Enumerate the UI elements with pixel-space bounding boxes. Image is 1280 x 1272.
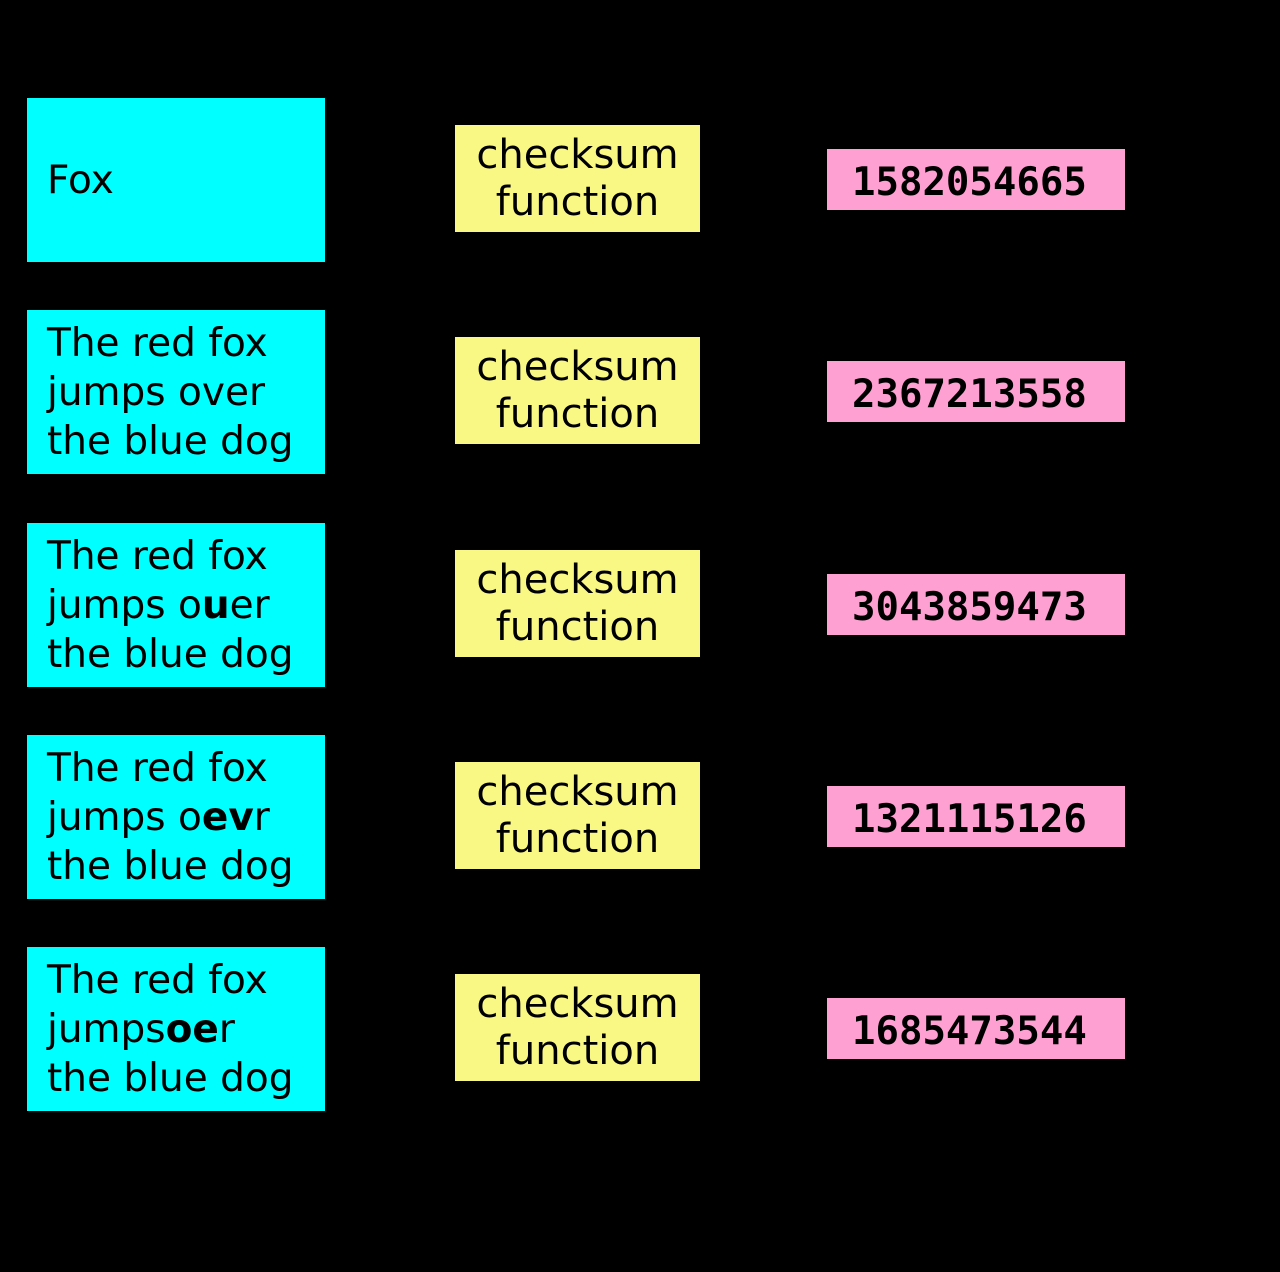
checksum-function-label: checksum: [476, 131, 679, 178]
message-text-segment: The red fox: [47, 533, 268, 579]
checksum-function-label: function: [495, 603, 660, 650]
checksum-function-label: checksum: [476, 980, 679, 1027]
message-text-segment: the blue dog: [47, 631, 294, 677]
altered-characters: oe: [165, 1006, 219, 1052]
message-text-segment: jumps: [47, 1006, 166, 1052]
input-to-function-arrow: [325, 595, 460, 611]
input-message-line: the blue dog: [47, 842, 293, 891]
arrow-line: [325, 602, 450, 605]
input-to-function-arrow: [325, 170, 460, 186]
input-message-line: The red fox: [47, 956, 293, 1005]
input-to-function-arrow: [325, 807, 460, 823]
input-message-line: Fox: [47, 156, 114, 205]
input-message-line: The red fox: [47, 744, 293, 793]
arrow-line: [325, 814, 450, 817]
arrow-line: [325, 177, 450, 180]
input-message-line: jumps oevr: [47, 793, 293, 842]
message-text-segment: jumps o: [47, 582, 202, 628]
checksum-function-label: checksum: [476, 768, 679, 815]
checksum-function-label: function: [495, 815, 660, 862]
input-message-box: Fox: [27, 98, 325, 262]
message-text-segment: the blue dog: [47, 843, 294, 889]
input-message-line: jumps ouer: [47, 581, 293, 630]
function-to-checksum-arrow: [700, 382, 832, 398]
message-text-segment: jumps o: [47, 794, 202, 840]
checksum-function-label: function: [495, 390, 660, 437]
checksum-value-box: 1582054665: [827, 149, 1125, 210]
input-message-line: The red fox: [47, 319, 293, 368]
function-to-checksum-arrow: [700, 807, 832, 823]
input-message-line: The red fox: [47, 532, 293, 581]
checksum-value-text: 3043859473: [852, 585, 1087, 630]
checksum-value-text: 2367213558: [852, 372, 1087, 417]
arrow-line: [700, 1026, 822, 1029]
message-text-segment: The red fox: [47, 957, 268, 1003]
altered-characters: ev: [201, 794, 254, 840]
checksum-value-box: 2367213558: [827, 361, 1125, 422]
input-message-line: jumps over: [47, 368, 293, 417]
message-text-segment: jumps over: [47, 369, 265, 415]
arrow-line: [700, 602, 822, 605]
checksum-function-label: function: [495, 178, 660, 225]
input-to-function-arrow: [325, 382, 460, 398]
message-text-segment: Fox: [47, 157, 114, 203]
checksum-function-label: checksum: [476, 556, 679, 603]
input-message-line: the blue dog: [47, 417, 293, 466]
altered-characters: u: [201, 582, 230, 628]
message-text-segment: The red fox: [47, 745, 268, 791]
function-to-checksum-arrow: [700, 1019, 832, 1035]
checksum-value-box: 1685473544: [827, 998, 1125, 1059]
function-to-checksum-arrow: [700, 595, 832, 611]
message-text-segment: the blue dog: [47, 1055, 294, 1101]
arrow-line: [325, 1026, 450, 1029]
message-text-segment: the blue dog: [47, 418, 294, 464]
message-text-segment: r: [218, 1006, 235, 1052]
checksum-function-label: checksum: [476, 343, 679, 390]
input-to-function-arrow: [325, 1019, 460, 1035]
arrow-line: [700, 389, 822, 392]
checksum-value-text: 1321115126: [852, 797, 1087, 842]
arrow-line: [700, 814, 822, 817]
input-message-line: the blue dog: [47, 1054, 293, 1103]
checksum-value-text: 1582054665: [852, 160, 1087, 205]
input-message-line: the blue dog: [47, 630, 293, 679]
checksum-value-box: 1321115126: [827, 786, 1125, 847]
input-message-line: jumpsoer: [47, 1005, 293, 1054]
arrow-line: [700, 177, 822, 180]
arrow-line: [325, 389, 450, 392]
function-to-checksum-arrow: [700, 170, 832, 186]
message-text-segment: r: [253, 794, 270, 840]
message-text-segment: er: [229, 582, 270, 628]
checksum-value-box: 3043859473: [827, 574, 1125, 635]
input-message-text: Fox: [27, 156, 114, 205]
message-text-segment: The red fox: [47, 320, 268, 366]
checksum-value-text: 1685473544: [852, 1009, 1087, 1054]
checksum-function-label: function: [495, 1027, 660, 1074]
